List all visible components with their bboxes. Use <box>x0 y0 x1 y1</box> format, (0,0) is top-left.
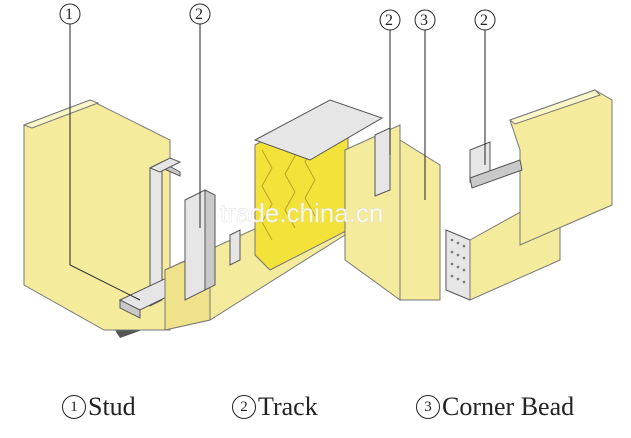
legend-label: Stud <box>88 392 136 421</box>
callout-stud: 1 <box>59 3 81 25</box>
right-back-wall <box>509 89 613 246</box>
svg-text:3: 3 <box>420 12 428 29</box>
stud-middle <box>184 189 206 301</box>
callout-track-right: 2 <box>474 9 496 31</box>
corner-bead <box>445 229 471 301</box>
legend-mark: 1 <box>62 395 86 419</box>
legend-item-track: 2 Track <box>232 392 318 422</box>
legend-mark: 3 <box>416 395 440 419</box>
right-front-wall <box>399 139 441 301</box>
track-left-top <box>148 157 182 173</box>
right-back-wall-top <box>508 89 601 125</box>
corner-bead-holes <box>450 238 466 284</box>
stud-leader <box>69 24 141 301</box>
top-track-center <box>253 99 384 161</box>
legend: 1 Stud 2 Track 3 Corner Bead <box>0 392 631 432</box>
track-right <box>469 159 523 189</box>
left-wall-top-edge <box>22 99 100 129</box>
svg-text:2: 2 <box>480 12 488 29</box>
legend-item-corner-bead: 3 Corner Bead <box>416 392 574 422</box>
svg-text:1: 1 <box>65 6 73 23</box>
insulation-texture <box>261 149 273 241</box>
callout-track-mid: 2 <box>379 9 401 31</box>
stud-right <box>374 127 391 197</box>
svg-text:2: 2 <box>195 6 203 23</box>
legend-item-stud: 1 Stud <box>62 392 136 422</box>
bottom-track-left-side <box>119 299 141 319</box>
callout-track-left: 2 <box>189 3 211 25</box>
stud-middle-2 <box>229 229 241 266</box>
callout-corner-bead: 3 <box>414 9 436 31</box>
watermark-text: trade.china.cn <box>220 198 383 228</box>
legend-mark: 2 <box>232 395 256 419</box>
legend-label: Corner Bead <box>442 392 575 421</box>
legend-label: Track <box>258 392 318 421</box>
drywall-isometric-diagram: trade.china.cn 1 2 2 3 2 <box>22 3 613 338</box>
svg-text:2: 2 <box>385 12 393 29</box>
stud-middle-flange <box>204 189 216 291</box>
